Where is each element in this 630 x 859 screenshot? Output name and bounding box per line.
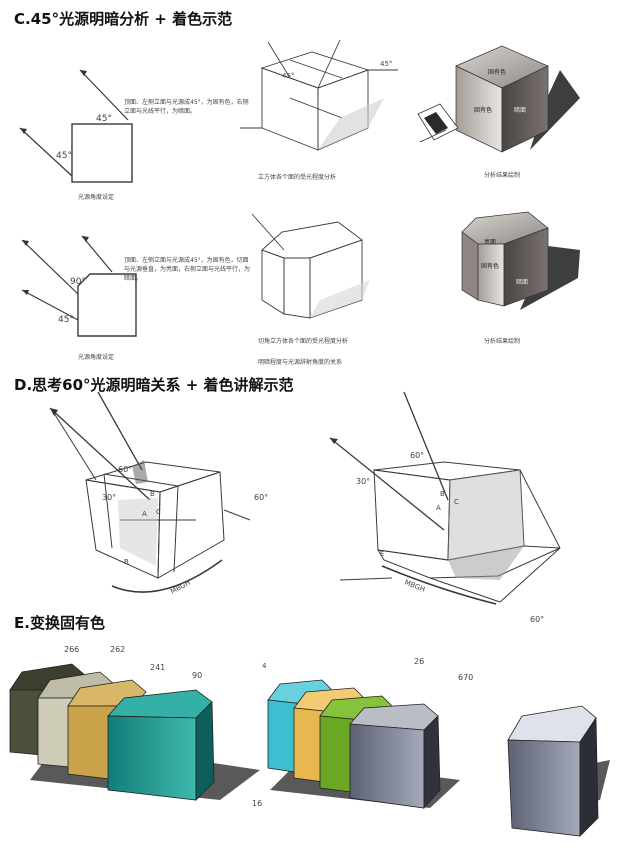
row1-rendered-cube: [417, 45, 580, 153]
row4-num-2: 262: [110, 645, 125, 654]
row3-left-angle-side: 30°: [102, 493, 116, 502]
row2-label-dark: 暗面: [516, 278, 528, 286]
row4-middle-blocks: [267, 679, 441, 810]
row2-light-diagram: 90° 45°: [21, 235, 137, 337]
row1-caption-analysis: 立方体各个面的受光程度分析: [258, 174, 337, 181]
section-c-title: C.45°光源明暗分析 + 着色示范: [14, 10, 233, 28]
row3-right-sketch: [329, 391, 561, 605]
row3-label-a2: A: [436, 504, 441, 512]
row1-caption-result: 分析结果绘制: [484, 172, 521, 179]
row2-label-solid: 固有色: [481, 262, 499, 270]
row4-num-6: 26: [414, 657, 424, 666]
row4-right-block: [507, 705, 599, 837]
row3-label-b2: B: [440, 490, 445, 498]
row2-wireframe-cube: [251, 213, 370, 319]
row4-left-blocks: [9, 663, 215, 801]
section-e-title: E.变换固有色: [14, 614, 105, 632]
row1-label-dark: 暗面: [514, 106, 526, 114]
row1-label-light: 固有色: [474, 106, 492, 114]
row3-label-b: B: [150, 490, 155, 498]
row1-note: 顶面、左侧立面与光源成45°，为固有色，右侧立面与光线平行，为暗面。: [124, 99, 249, 115]
row4-num-4: 90: [192, 671, 202, 680]
row1-angle-top: 45°: [96, 114, 112, 124]
row1-caption-light: 光源角度设定: [78, 194, 115, 201]
row1-light-diagram: 45° 45°: [19, 69, 133, 183]
row3-left-sketch: [49, 391, 251, 593]
row3-right-angle-bottom: 60°: [530, 615, 544, 624]
row3-right-angle-side: 30°: [356, 477, 370, 486]
row2-label-bright: 亮面: [484, 238, 496, 246]
row3-label-r: R: [124, 558, 129, 566]
row4-num-5: 4: [262, 662, 267, 670]
row3-text-right: MBGH: [403, 578, 426, 593]
section-d-title: D.思考60°光源明暗关系 + 着色讲解示范: [14, 376, 294, 394]
row4-num-8: 16: [252, 799, 262, 808]
row3-text-left: MBGH: [169, 579, 192, 596]
row1-angle-left: 45°: [56, 151, 72, 161]
row2-caption-result: 分析结果绘制: [484, 338, 521, 345]
row3-label-c: C: [156, 508, 161, 516]
row3-left-angle-top: 60°: [118, 465, 132, 474]
row2-caption-analysis: 切角立方体各个面的受光程度分析: [258, 338, 349, 345]
row3-label-a: A: [142, 510, 147, 518]
row4-num-7: 670: [458, 673, 473, 682]
row2-rendered-cube: [461, 211, 580, 310]
row3-right-angle-top: 60°: [410, 451, 424, 460]
row1-cube-angle-a: 45°: [282, 72, 294, 80]
row1-label-solid: 固有色: [488, 68, 506, 76]
row2-caption-light: 光源角度设定: [78, 354, 115, 361]
row3-label-e2: E: [380, 550, 384, 558]
row3-label-c2: C: [454, 498, 459, 506]
row3-left-angle-right: 60°: [254, 493, 268, 502]
row4-num-1: 266: [64, 645, 79, 654]
row2-note: 顶面、左侧立面与光源成45°，为固有色，切面与光源垂直，为亮面，右侧立面与光线平…: [124, 257, 251, 282]
row2-caption-relation: 明暗程度与光源辞射角度的关系: [258, 359, 343, 366]
row1-cube-angle-b: 45°: [380, 60, 392, 68]
row1-wireframe-cube: [240, 39, 398, 151]
row2-angle-top: 90°: [70, 277, 86, 287]
row2-angle-left: 45°: [58, 315, 74, 325]
row4-num-3: 241: [150, 663, 165, 672]
